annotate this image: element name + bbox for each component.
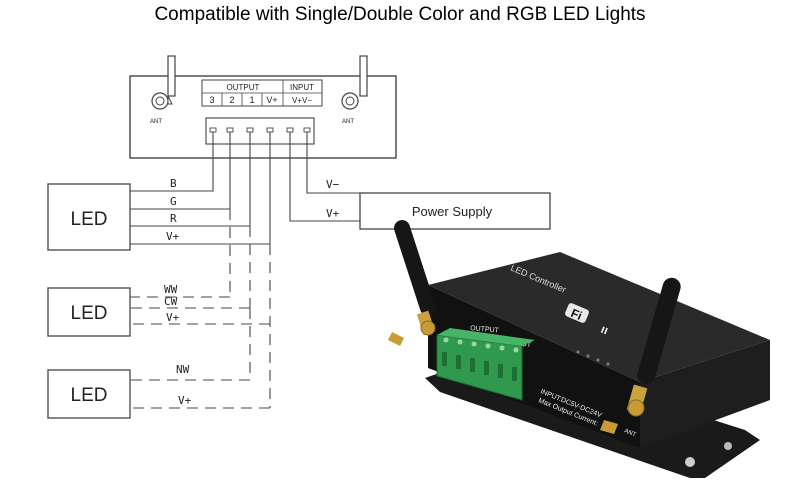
output-pin-2: 2 — [229, 95, 234, 105]
connector-strip — [205, 117, 315, 145]
led-box-dual — [47, 287, 131, 337]
led-box-single — [47, 369, 131, 419]
antenna-label-left: ANT — [150, 119, 162, 125]
mount-hole-icon — [685, 457, 695, 467]
power-supply-box — [359, 192, 551, 230]
photo-antenna-left-icon — [388, 220, 436, 346]
wire-label-g: G — [170, 195, 177, 208]
device-brand-text: Fi — [569, 306, 584, 323]
led-box-rgb — [47, 183, 131, 251]
single-led-group: LED NW V+ — [47, 363, 192, 419]
photo-antenna-right-icon — [600, 277, 681, 434]
device-photo: LED Controller Fi ıı OUTPUT INPUT INPUT:… — [388, 220, 770, 478]
input-header: INPUT — [290, 83, 314, 92]
power-minus-label: V− — [326, 178, 340, 191]
wire-label-nw: NW — [176, 363, 190, 376]
rgb-led-group: LED B G R V+ — [47, 177, 180, 251]
wire-label-vplus-single: V+ — [178, 394, 192, 407]
wire-label-vplus-rgb: V+ — [166, 230, 180, 243]
power-supply: Power Supply V− V+ — [326, 178, 551, 230]
led-label-rgb: LED — [71, 209, 108, 230]
wire-label-b: B — [170, 177, 177, 190]
device-right-face — [640, 340, 770, 448]
led-label-single: LED — [71, 385, 108, 406]
device-logo-badge — [565, 303, 589, 323]
wire-label-r: R — [170, 212, 177, 225]
device-top-face — [428, 252, 770, 382]
wire-label-cw: CW — [164, 295, 178, 308]
wire-label-ww: WW — [164, 283, 178, 296]
output-pin-vplus: V+ — [266, 95, 277, 105]
antenna-label-right: ANT — [342, 119, 354, 125]
input-pins: V+V− — [292, 96, 312, 105]
device-front-face — [428, 285, 640, 448]
output-header: OUTPUT — [227, 83, 260, 92]
green-terminal-block — [436, 328, 535, 401]
wire-label-vplus-dual: V+ — [166, 311, 180, 324]
led-label-dual: LED — [71, 303, 108, 324]
controller-schematic: ANT ANT OUTPUT INPUT 3 2 1 V+ V+V− — [129, 55, 397, 159]
right-antenna-icon — [341, 55, 368, 110]
device-ant-label: ANT — [623, 428, 637, 438]
page-title: Compatible with Single/Double Color and … — [154, 4, 646, 25]
output-pin-3: 3 — [209, 95, 214, 105]
wiring — [130, 132, 360, 409]
controller-body — [129, 75, 397, 159]
power-supply-label: Power Supply — [412, 204, 493, 219]
dual-led-group: LED WW CW V+ — [47, 283, 180, 337]
left-antenna-icon — [151, 55, 176, 110]
output-pin-1: 1 — [249, 95, 254, 105]
power-plus-label: V+ — [326, 207, 340, 220]
svg-text:ıı: ıı — [599, 322, 611, 337]
device-output-label: OUTPUT — [470, 325, 500, 335]
